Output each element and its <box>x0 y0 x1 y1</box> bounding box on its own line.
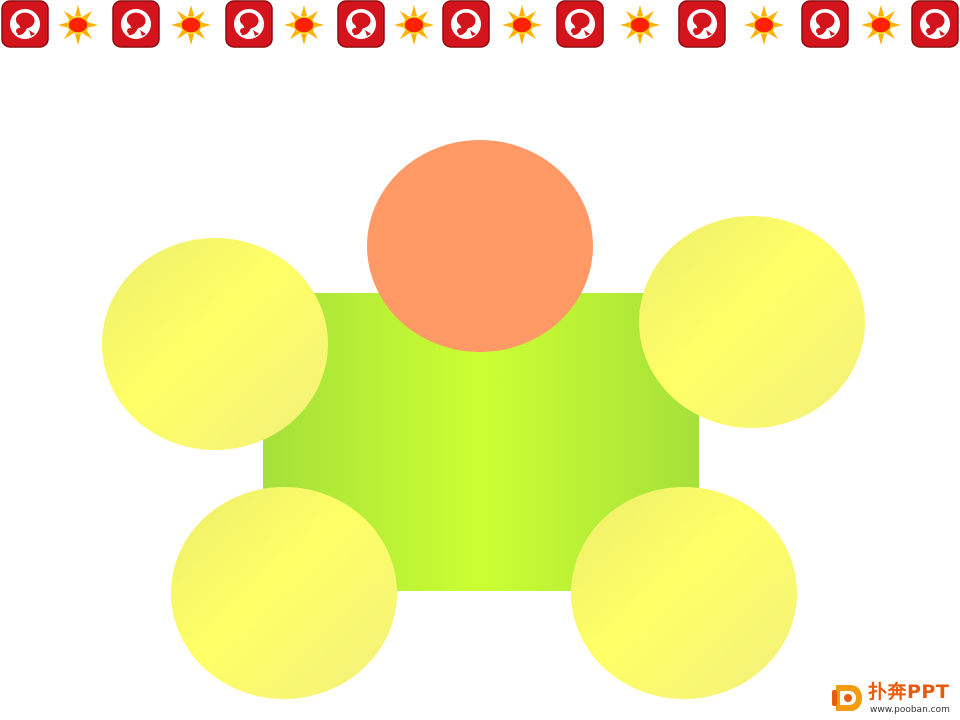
logo-url-text: www.pooban.com <box>870 705 950 715</box>
bottom-right-circle <box>571 487 797 699</box>
pooban-logo-icon <box>832 685 862 711</box>
logo-brand-text: 扑奔PPT <box>868 681 950 703</box>
bottom-left-circle <box>171 487 397 699</box>
pooban-logo[interactable]: 扑奔PPT www.pooban.com <box>830 680 960 718</box>
top-circle <box>367 140 593 352</box>
right-circle <box>639 216 865 428</box>
left-circle <box>102 238 328 450</box>
